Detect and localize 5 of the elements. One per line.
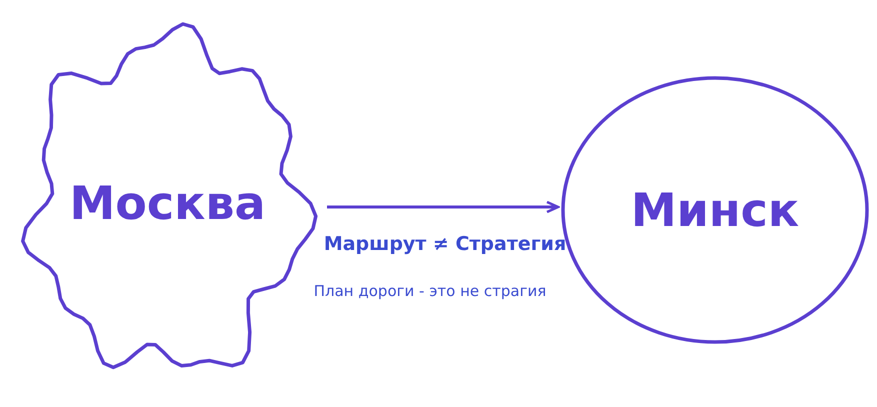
arrow <box>327 200 560 214</box>
annotation-text: Маршрут ≠ Стратегия <box>322 232 568 257</box>
city-name: Минск <box>630 182 800 238</box>
city-name: Москва <box>69 175 266 232</box>
annotation-text: План дороги - это не страгия <box>312 281 548 302</box>
